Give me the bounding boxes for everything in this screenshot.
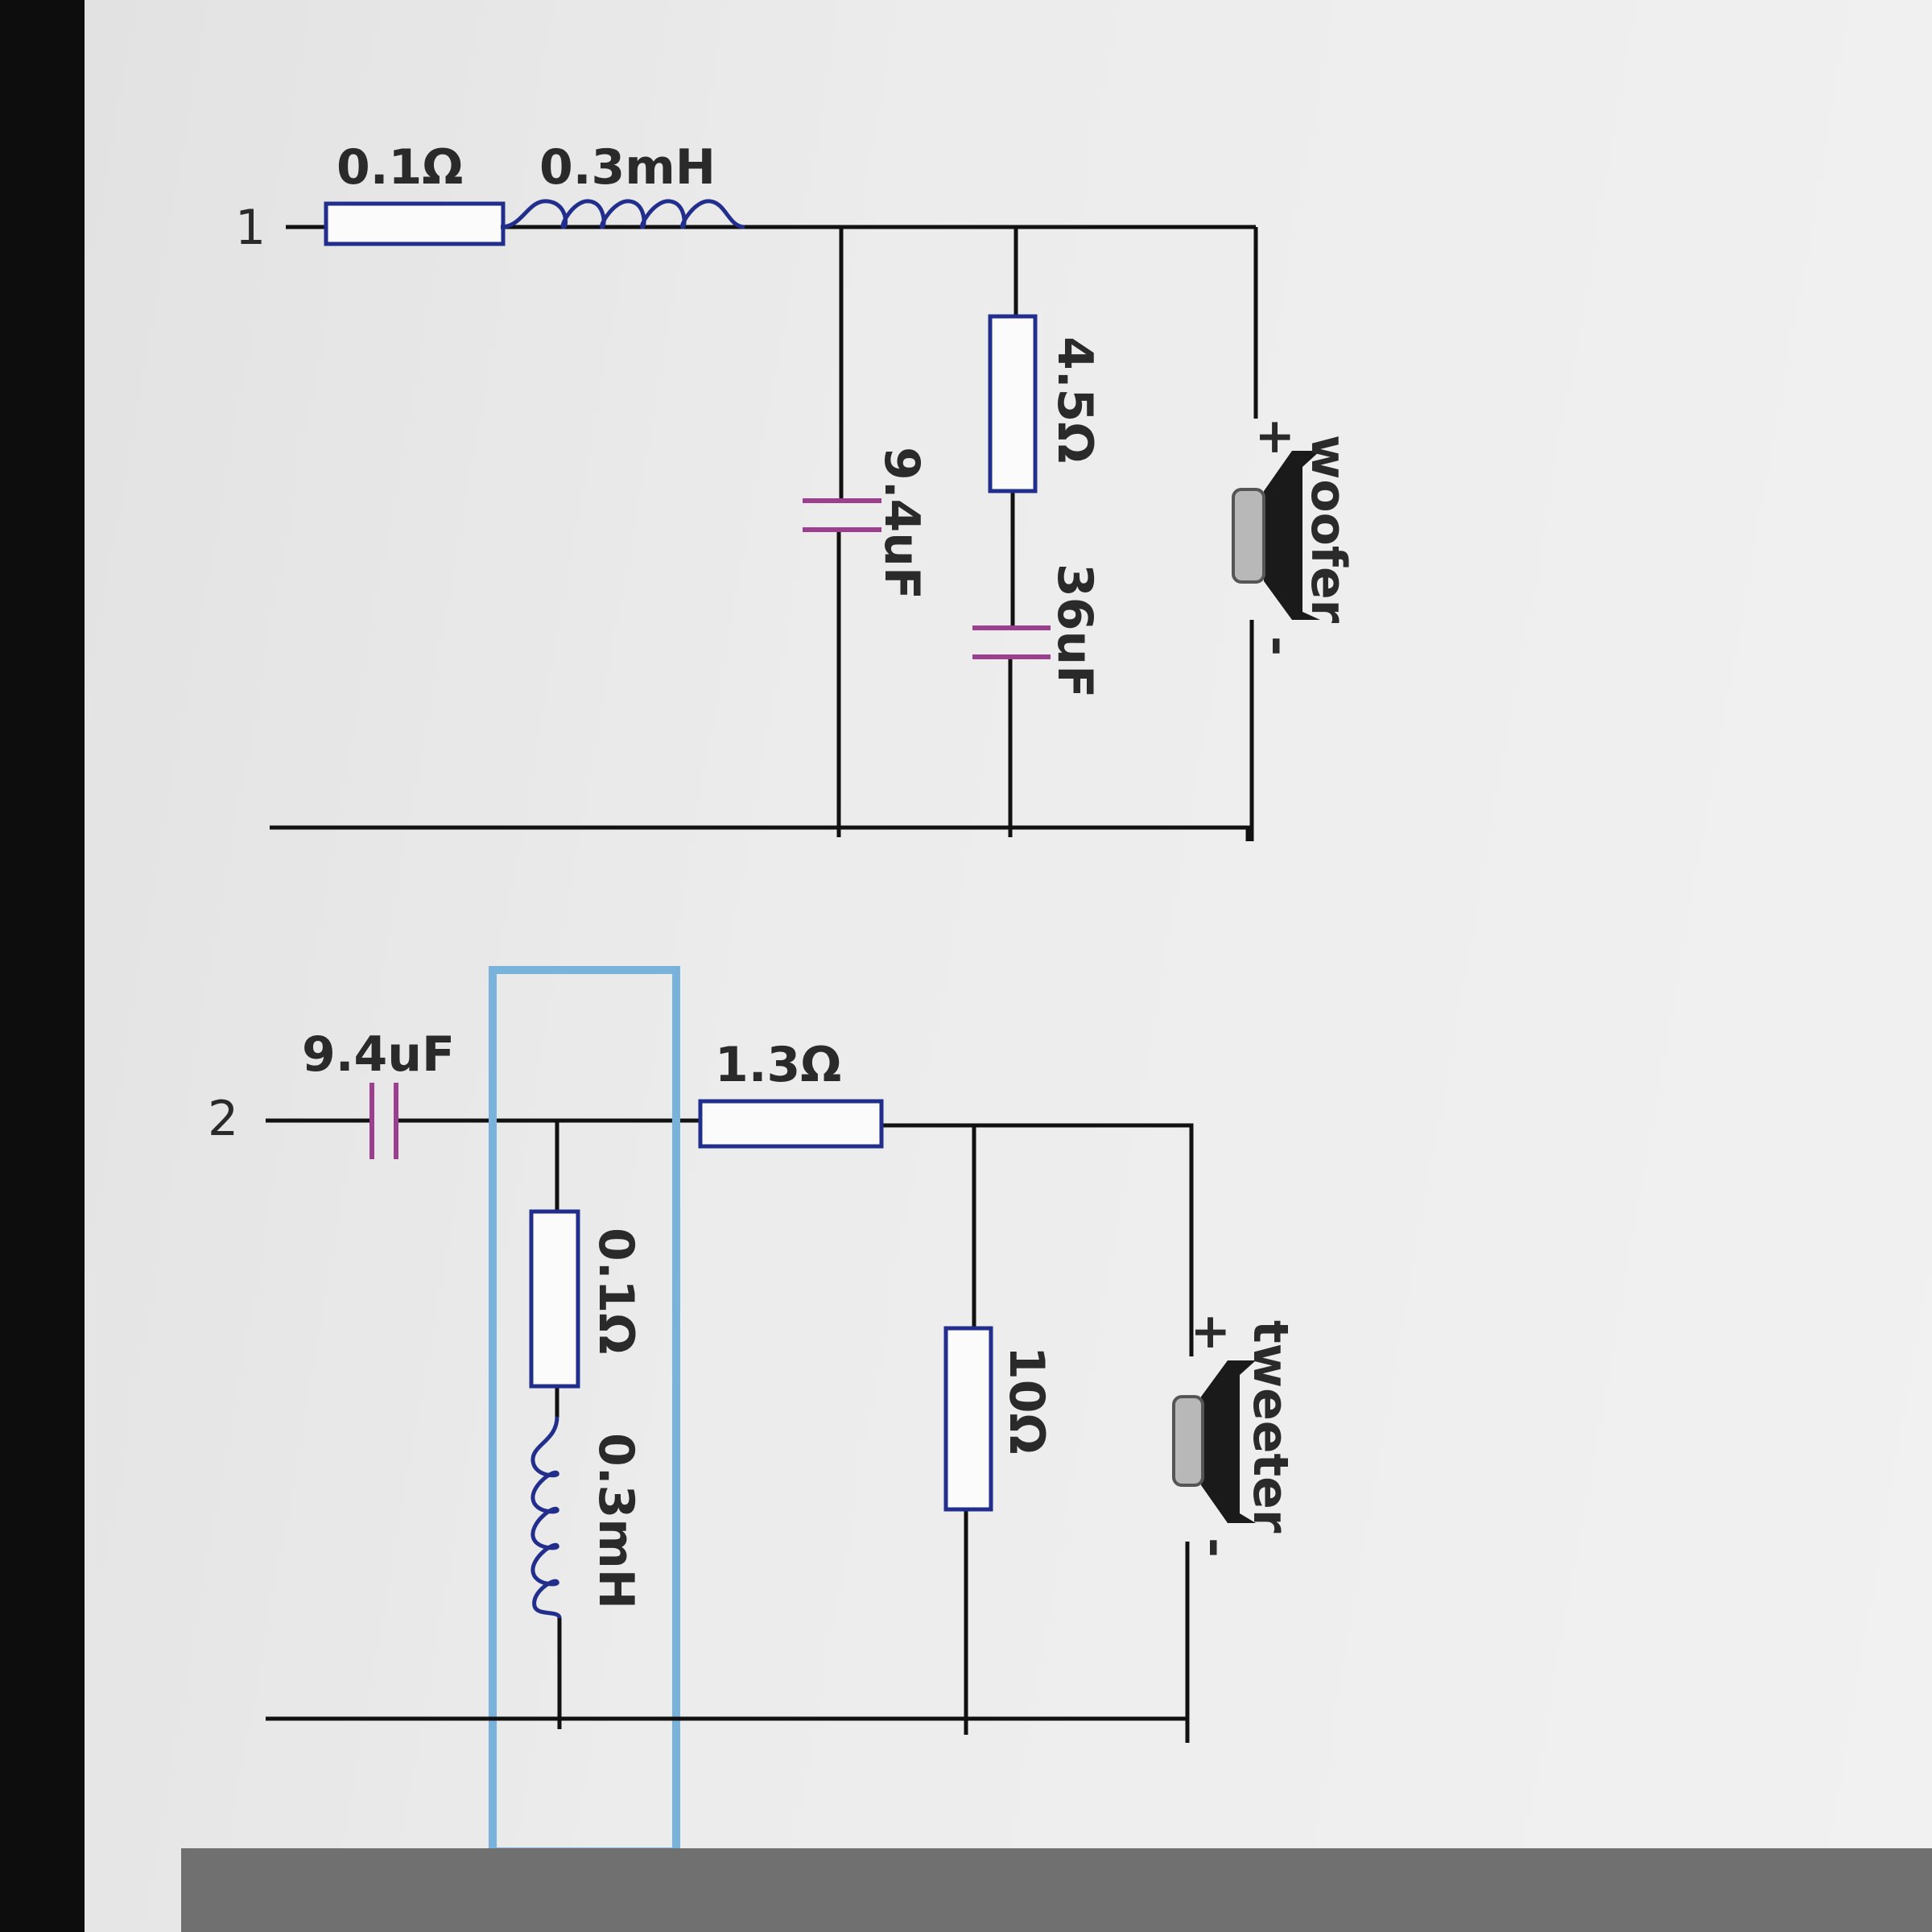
c2-top-wire [266,1118,1194,1143]
tweeter-speaker-icon[interactable] [1172,1360,1256,1523]
c2-series-capacitor-label: 9.4uF [302,1026,455,1083]
c1-speaker-wire [1249,227,1258,841]
c2-speaker-minus: - [1187,1538,1244,1558]
c1-speaker-minus: - [1250,636,1307,656]
window-bottom-bar [181,1848,1932,1932]
c2-load-resistor-label: 10Ω [998,1346,1055,1455]
c2-shunt-inductor-label: 0.3mH [588,1433,644,1609]
c2-shunt-inductor[interactable] [530,1416,562,1619]
c2-series-resistor[interactable] [698,1099,884,1149]
node-label-1: 1 [235,200,266,256]
c2-bottom-wire [266,1716,1190,1743]
c1-cap-branch-wire [836,227,844,837]
c1-rc-branch-wire [1008,227,1018,837]
c1-series-resistor[interactable] [324,201,506,246]
c2-load-resistor[interactable] [943,1326,993,1512]
c1-series-inductor[interactable] [500,199,745,229]
tweeter-label: tweeter [1242,1320,1298,1534]
c2-shunt-resistor[interactable] [529,1209,580,1389]
c1-rc-capacitor-label: 36uF [1046,564,1103,698]
c1-shunt-resistor[interactable] [988,314,1038,493]
c2-rl-branch-wire [555,1121,562,1729]
c1-series-resistor-label: 0.1Ω [336,139,463,196]
woofer-speaker-icon[interactable] [1232,451,1320,620]
c2-shunt-resistor-label: 0.1Ω [588,1228,644,1354]
c2-load-branch-wire [964,1125,976,1735]
c2-series-resistor-label: 1.3Ω [715,1037,841,1093]
woofer-label: woofer [1300,435,1356,624]
node-label-2: 2 [208,1091,238,1147]
c1-bottom-wire [270,825,1250,841]
c1-series-inductor-label: 0.3mH [539,139,716,196]
c1-shunt-capacitor-label: 9.4uF [873,447,930,600]
circuit-2: 2 9.4uF 1.3Ω 0.1Ω 0.3mH 10Ω + - tweeter [208,966,1298,1856]
c2-speaker-wire [1185,1143,1194,1743]
circuit-1: 1 0.1Ω 0.3mH 9.4uF 4.5Ω 36uF + - woofer [235,139,1356,841]
c1-shunt-resistor-label: 4.5Ω [1046,336,1103,463]
c2-speaker-plus: + [1183,1312,1240,1352]
c1-speaker-plus: + [1248,417,1304,457]
